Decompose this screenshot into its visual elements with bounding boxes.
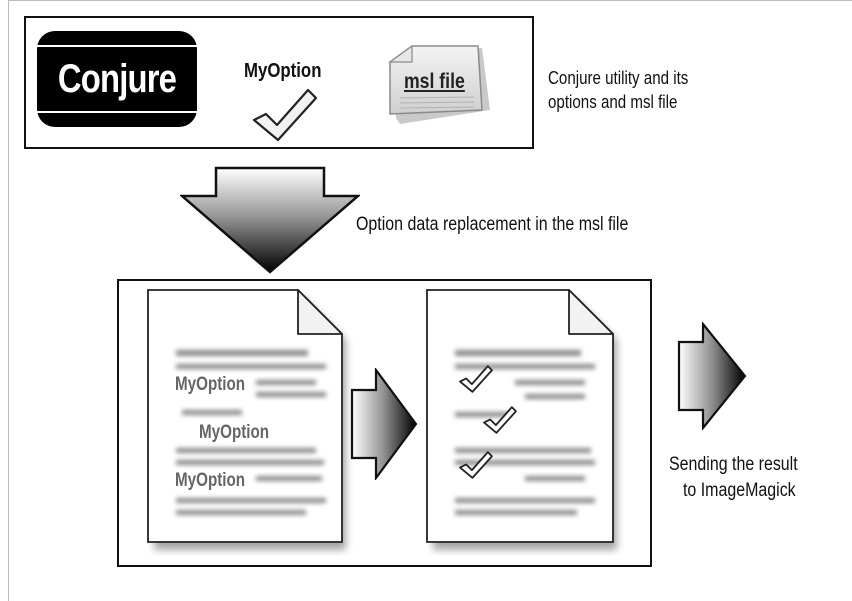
check-icon xyxy=(483,406,517,434)
top-caption-line2: options and msl file xyxy=(548,92,678,112)
check-icon xyxy=(252,88,318,142)
right-arrow-icon xyxy=(350,368,418,480)
down-arrow-icon xyxy=(180,166,360,274)
down-arrow-caption: Option data replacement in the msl file xyxy=(356,214,629,235)
msl-file-label: msl file xyxy=(404,70,465,93)
outer-frame xyxy=(8,0,852,601)
option-label: MyOption xyxy=(244,60,322,82)
result-arrow-icon xyxy=(677,322,747,430)
msl-file-icon xyxy=(388,44,490,124)
left-document-icon xyxy=(147,289,346,550)
conjure-badge: Conjure xyxy=(37,31,197,127)
left-doc-option-3: MyOption xyxy=(175,470,246,491)
left-doc-option-1: MyOption xyxy=(175,374,246,395)
conjure-badge-label: Conjure xyxy=(57,57,177,101)
result-caption-line2: to ImageMagick xyxy=(683,480,796,501)
check-icon xyxy=(459,365,493,393)
top-caption-line1: Conjure utility and its xyxy=(548,68,689,88)
left-doc-option-2: MyOption xyxy=(199,422,270,443)
right-document-icon xyxy=(426,289,617,550)
result-caption-line1: Sending the result xyxy=(669,454,798,475)
check-icon xyxy=(459,451,493,479)
conjure-badge-stripe-top xyxy=(37,45,197,47)
conjure-badge-stripe-bottom xyxy=(37,111,197,113)
